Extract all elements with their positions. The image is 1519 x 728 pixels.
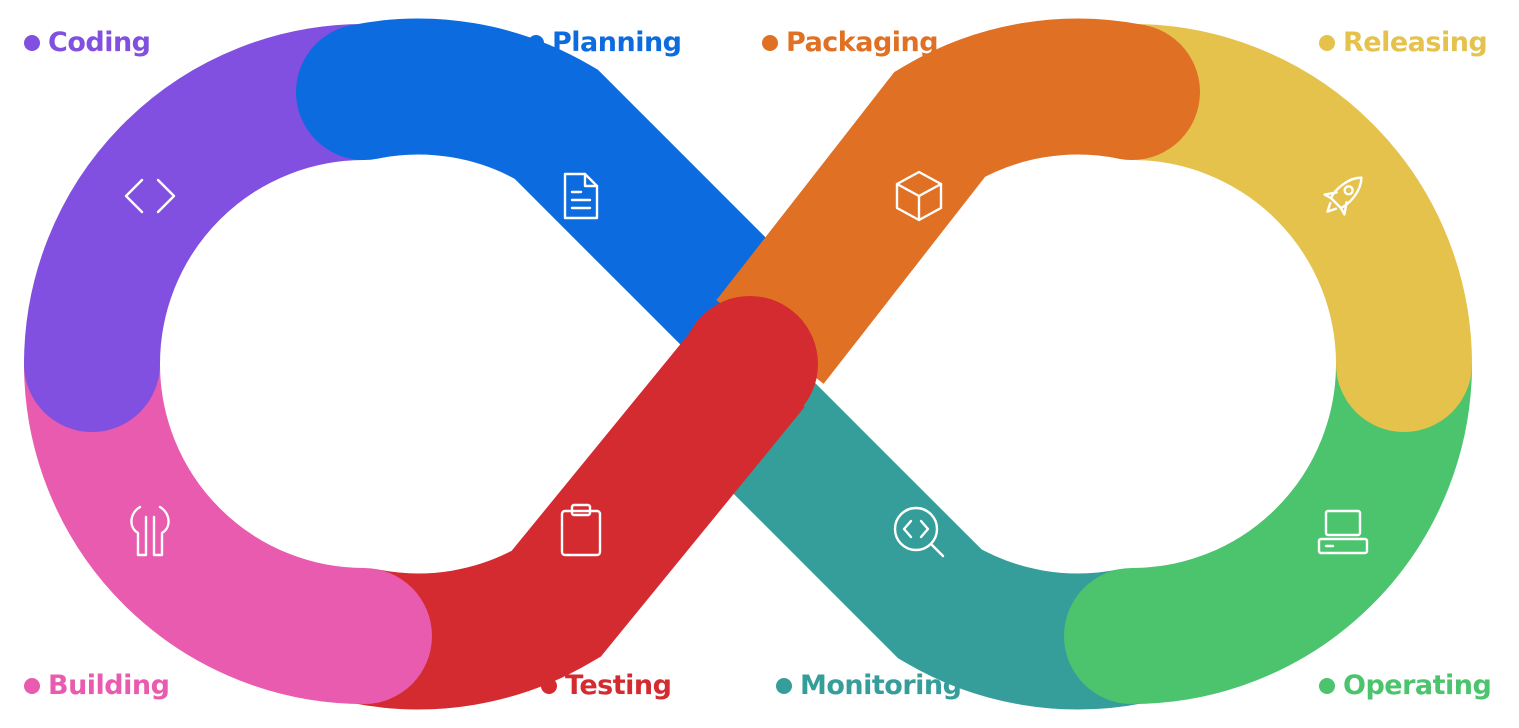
- rocket-icon: [1323, 176, 1363, 216]
- legend-packaging-dot: [762, 34, 778, 51]
- legend-releasing-label: Releasing: [1343, 27, 1488, 58]
- legend-testing-dot: [541, 677, 557, 694]
- legend-packaging-label: Packaging: [786, 27, 939, 58]
- legend-building: Building: [24, 670, 170, 701]
- laptop-icon: [1317, 509, 1369, 555]
- code-brackets-icon: [124, 178, 176, 214]
- legend-coding-dot: [24, 34, 40, 51]
- legend-monitoring: Monitoring: [776, 670, 962, 701]
- coding-segment-cap: [24, 296, 160, 432]
- legend-releasing: Releasing: [1319, 27, 1488, 58]
- legend-packaging: Packaging: [762, 27, 939, 58]
- packaging-segment-cap: [1064, 24, 1200, 160]
- legend-operating: Operating: [1319, 670, 1492, 701]
- document-icon: [563, 172, 599, 220]
- testing-segment-cap: [682, 296, 818, 432]
- legend-planning-label: Planning: [552, 27, 682, 58]
- legend-testing: Testing: [541, 670, 672, 701]
- wrench-icon: [130, 505, 170, 557]
- legend-operating-dot: [1319, 677, 1335, 694]
- planning-segment-cap: [296, 24, 432, 160]
- legend-planning: Planning: [528, 27, 682, 58]
- cube-box-icon: [895, 170, 943, 222]
- building-segment-cap: [296, 568, 432, 704]
- legend-monitoring-label: Monitoring: [800, 670, 962, 701]
- legend-building-label: Building: [48, 670, 170, 701]
- clipboard-icon: [560, 503, 602, 557]
- releasing-segment-cap: [1336, 296, 1472, 432]
- legend-coding-label: Coding: [48, 27, 151, 58]
- operating-segment-cap: [1064, 568, 1200, 704]
- magnifier-code-icon: [893, 506, 945, 558]
- legend-monitoring-dot: [776, 677, 792, 694]
- testing-segment: [350, 320, 805, 710]
- legend-planning-dot: [528, 34, 544, 51]
- legend-coding: Coding: [24, 27, 151, 58]
- legend-testing-label: Testing: [565, 670, 672, 701]
- legend-operating-label: Operating: [1343, 670, 1492, 701]
- legend-building-dot: [24, 677, 40, 694]
- legend-releasing-dot: [1319, 34, 1335, 51]
